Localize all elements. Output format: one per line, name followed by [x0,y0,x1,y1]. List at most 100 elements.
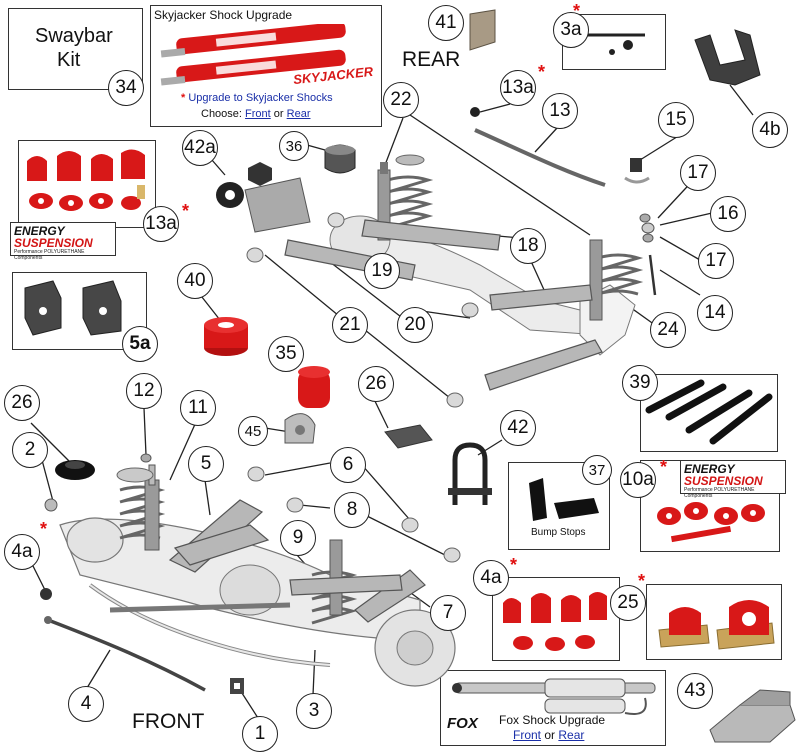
rear-label: REAR [402,48,461,71]
bushings [246,247,479,563]
callout-12[interactable]: 12 [126,373,162,409]
kit-13a-bushings-image [27,149,145,211]
callout-26-rear[interactable]: 26 [358,366,394,402]
callout-17-bottom[interactable]: 17 [698,243,734,279]
part-1-bushing [230,678,244,694]
callout-13a[interactable]: 13a [500,70,536,106]
rear-track-bar [474,128,606,187]
asterisk-4a-kit: * [510,555,518,575]
callout-34[interactable]: 34 [108,70,144,106]
callout-18[interactable]: 18 [510,228,546,264]
callout-10a[interactable]: 10a [620,462,656,498]
callout-19[interactable]: 19 [364,253,400,289]
skyjacker-asterisk: * [181,92,186,104]
asterisk-13a-kit: * [182,201,190,221]
callout-5[interactable]: 5 [188,446,224,482]
callout-5a[interactable]: 5a [122,326,158,362]
callout-13a-kit[interactable]: 13a [143,206,179,242]
callout-26-front[interactable]: 26 [4,385,40,421]
callout-36[interactable]: 36 [279,131,309,161]
skyjacker-rear-link[interactable]: Rear [286,108,311,120]
swaybar-kit-title-line1: Swaybar [35,25,113,47]
part-26-bracket [384,424,433,449]
kit-5a-box[interactable] [12,272,147,350]
callout-41[interactable]: 41 [428,5,464,41]
callout-3a[interactable]: 3a [553,12,589,48]
skyjacker-title: Skyjacker Shock Upgrade [154,8,293,22]
kit-39-box[interactable] [640,374,778,452]
energy-suspension-logo-1: ENERGY SUSPENSION Performance POLYURETHA… [10,222,116,261]
asterisk-3a: * [573,1,581,21]
fox-upgrade-box: FOX Fox Shock Upgrade Front or Rear [440,670,666,746]
energy-line2: SUSPENSION [14,236,93,250]
callout-21[interactable]: 21 [332,307,368,343]
bump-stops-label: Bump Stops [531,527,586,538]
energy-line1: ENERGY [14,224,65,238]
energy-suspension-logo-2: ENERGY SUSPENSION Performance POLYURETHA… [680,460,786,499]
callout-3[interactable]: 3 [296,693,332,729]
skyjacker-choose-label: Choose: [201,108,242,120]
kit-4a-box[interactable] [492,577,620,661]
callout-15[interactable]: 15 [658,102,694,138]
callout-22[interactable]: 22 [383,82,419,118]
callout-24[interactable]: 24 [650,312,686,348]
fox-or-text: or [544,728,556,742]
callout-14[interactable]: 14 [697,295,733,331]
kit-39-control-arms-image [645,379,773,445]
skyjacker-choose-row: Choose: Front or Rear [201,108,310,120]
asterisk-25: * [638,571,646,591]
skyjacker-upgrade-box: Skyjacker Shock Upgrade SKYJACKER * Upgr… [150,5,382,127]
skyjacker-upgrade-label: Upgrade to Skyjacker Shocks [188,92,333,104]
callout-16[interactable]: 16 [710,196,746,232]
skyjacker-front-link[interactable]: Front [245,108,271,120]
callout-37[interactable]: 37 [582,455,612,485]
fox-front-link[interactable]: Front [513,728,542,742]
u-bolt [452,442,488,505]
kit-13a-box[interactable] [18,140,156,228]
callout-1[interactable]: 1 [242,716,278,752]
rear-small-parts [216,144,425,233]
energy-tagline: Performance POLYURETHANE Components [14,249,85,261]
kit-37-box[interactable]: Bump Stops [508,462,610,550]
callout-25[interactable]: 25 [610,585,646,621]
callout-42[interactable]: 42 [500,410,536,446]
callout-17-top[interactable]: 17 [680,155,716,191]
callout-7[interactable]: 7 [430,595,466,631]
spring-isolators [40,453,154,600]
fox-rear-link[interactable]: Rear [558,728,585,742]
skyjacker-shocks-image [160,24,346,86]
fox-brand: FOX [447,715,478,732]
asterisk-13a: * [538,62,546,82]
callout-8[interactable]: 8 [334,492,370,528]
kit-5a-brackets-image [24,280,122,336]
callout-4[interactable]: 4 [68,686,104,722]
part-45-mount [284,413,316,444]
callout-35[interactable]: 35 [268,336,304,372]
bump-stops-image [529,478,599,521]
fox-links-row: Front or Rear [513,728,584,742]
kit-25-box[interactable] [646,584,782,660]
fox-shocks-image [452,678,656,715]
callout-11[interactable]: 11 [180,390,216,426]
callout-13[interactable]: 13 [542,93,578,129]
callout-2[interactable]: 2 [12,432,48,468]
callout-39[interactable]: 39 [622,365,658,401]
callout-4a[interactable]: 4a [4,534,40,570]
callout-40[interactable]: 40 [177,263,213,299]
callout-4b[interactable]: 4b [752,112,788,148]
callout-4a-kit[interactable]: 4a [473,560,509,596]
front-label: FRONT [132,710,205,733]
callout-43[interactable]: 43 [677,673,713,709]
callout-45[interactable]: 45 [238,416,268,446]
skyjacker-or-text: or [273,108,284,120]
callout-9[interactable]: 9 [280,520,316,556]
red-bump-35 [298,366,330,408]
front-control-arms [168,499,426,623]
callout-42a[interactable]: 42a [182,130,218,166]
energy-tagline-b: Performance POLYURETHANE Components [684,487,755,499]
asterisk-10a: * [660,457,668,477]
callout-20[interactable]: 20 [397,307,433,343]
kit-25-sway-bushings-image [658,600,775,650]
skid-plate-43-image [709,689,796,743]
callout-6[interactable]: 6 [330,447,366,483]
